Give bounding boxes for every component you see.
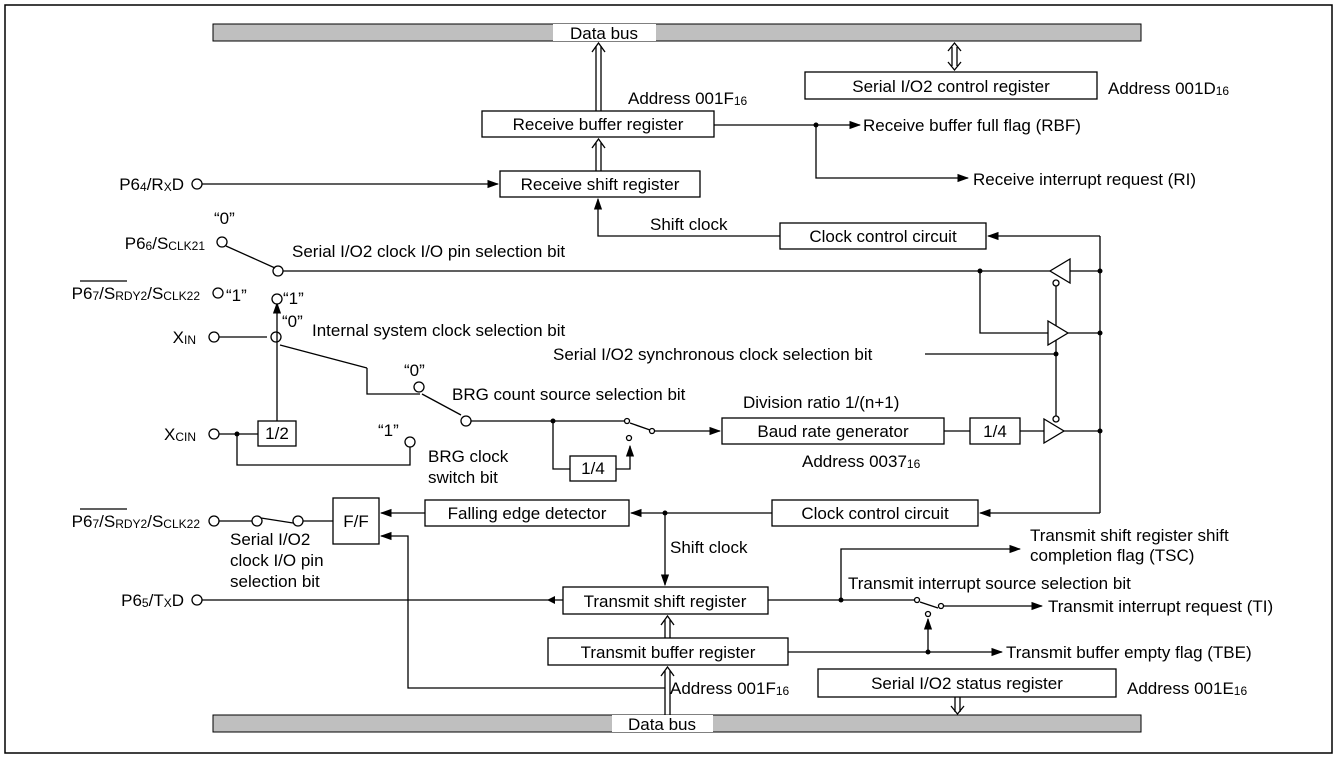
svg-text:F/F: F/F xyxy=(343,512,369,531)
svg-text:Falling edge detector: Falling edge detector xyxy=(448,504,607,523)
pin-sclk21-label: P66/SCLK21 xyxy=(125,234,206,253)
sclk-option-1: “1” xyxy=(226,286,247,305)
bottom-pin-sel-label-3: selection bit xyxy=(230,572,320,591)
brg-address: Address 003716 xyxy=(802,452,921,471)
pin-txd-label: P65/TXD xyxy=(121,591,184,610)
bottom-pin-sel-label-2: clock I/O pin xyxy=(230,551,324,570)
transmit-buffer-register: Transmit buffer register xyxy=(547,637,789,666)
pin-xcin-label: XCIN xyxy=(164,425,196,444)
pin-sclk22-top-label: P67/SRDY2/SCLK22 xyxy=(72,284,201,303)
ti-label: Transmit interrupt request (TI) xyxy=(1048,597,1273,616)
receive-buffer-address: Address 001F16 xyxy=(628,89,748,108)
brg-quarter-divider: 1/4 xyxy=(569,455,617,482)
ri-label: Receive interrupt request (RI) xyxy=(973,170,1196,189)
svg-text:Receive buffer register: Receive buffer register xyxy=(513,115,684,134)
clock-control-circuit-bottom: Clock control circuit xyxy=(771,499,979,527)
xin-option-0: “0” xyxy=(282,312,303,331)
falling-edge-detector: Falling edge detector xyxy=(424,499,630,527)
svg-text:1/2: 1/2 xyxy=(265,424,289,443)
sync-clock-sel-label: Serial I/O2 synchronous clock selection … xyxy=(553,345,873,364)
transmit-buffer-address: Address 001F16 xyxy=(670,679,790,698)
transmit-clock-path xyxy=(208,508,772,689)
pin-xin-label: XIN xyxy=(173,328,196,347)
sclk-option-0: “0” xyxy=(214,209,235,228)
pin-rxd-label: P64/RXD xyxy=(119,175,184,194)
control-register-address: Address 001D16 xyxy=(1108,79,1229,98)
tbe-label: Transmit buffer empty flag (TBE) xyxy=(1006,643,1252,662)
xcin-option-1: “1” xyxy=(283,289,304,308)
internal-clock-sel-label: Internal system clock selection bit xyxy=(312,321,565,340)
xin-switch xyxy=(208,331,970,470)
svg-text:Transmit buffer register: Transmit buffer register xyxy=(581,643,756,662)
tsc-label-2: completion flag (TSC) xyxy=(1030,546,1194,565)
clock-network xyxy=(925,231,1103,518)
ti-source-sel-label: Transmit interrupt source selection bit xyxy=(848,574,1131,593)
svg-text:Clock control circuit: Clock control circuit xyxy=(809,227,957,246)
output-quarter-divider: 1/4 xyxy=(969,417,1021,445)
brg-clock-switch-label-1: BRG clock xyxy=(428,447,509,466)
pin-sclk22-bottom-label: P67/SRDY2/SCLK22 xyxy=(72,512,201,531)
brg-clock-option-1: “1” xyxy=(378,421,399,440)
svg-text:Clock control circuit: Clock control circuit xyxy=(801,504,949,523)
shift-clock-bottom-label: Shift clock xyxy=(670,538,748,557)
clock-control-circuit-top: Clock control circuit xyxy=(779,222,987,250)
svg-text:Transmit shift register: Transmit shift register xyxy=(584,592,747,611)
brg-source-sel-label: BRG count source selection bit xyxy=(452,385,686,404)
shift-clock-top-line xyxy=(593,197,780,237)
sclk-switch xyxy=(212,236,980,299)
shift-clock-top-label: Shift clock xyxy=(650,215,728,234)
txd-pin xyxy=(191,594,203,606)
data-bus-bottom-label: Data bus xyxy=(628,715,696,734)
brg-clock-switch-label-2: switch bit xyxy=(428,468,498,487)
svg-text:Receive shift register: Receive shift register xyxy=(521,175,680,194)
flip-flop: F/F xyxy=(332,497,380,545)
transmit-flag-lines xyxy=(768,544,1044,657)
receive-buffer-register: Receive buffer register xyxy=(481,110,715,138)
xcin-path xyxy=(208,293,416,466)
brg-option-0: “0” xyxy=(404,361,425,380)
svg-text:Serial I/O2 status register: Serial I/O2 status register xyxy=(871,674,1063,693)
tsc-label-1: Transmit shift register shift xyxy=(1030,526,1229,545)
sio2-control-register: Serial I/O2 control register xyxy=(804,71,1098,100)
data-bus-top-label: Data bus xyxy=(570,24,638,43)
receive-shift-register: Receive shift register xyxy=(499,170,701,198)
svg-text:1/4: 1/4 xyxy=(581,459,605,478)
rxd-pin xyxy=(191,178,203,190)
svg-text:1/4: 1/4 xyxy=(983,422,1007,441)
rbf-ri-lines xyxy=(714,120,970,183)
sio2-status-register: Serial I/O2 status register xyxy=(817,668,1117,698)
svg-text:Baud rate generator: Baud rate generator xyxy=(757,422,909,441)
baud-rate-generator: Baud rate generator xyxy=(721,417,945,445)
data-bus-bottom: Data bus xyxy=(212,714,1142,734)
svg-text:Serial I/O2 control register: Serial I/O2 control register xyxy=(852,77,1050,96)
bottom-pin-sel-label-1: Serial I/O2 xyxy=(230,530,310,549)
clock-pin-sel-label: Serial I/O2 clock I/O pin selection bit xyxy=(292,242,565,261)
rbf-label: Receive buffer full flag (RBF) xyxy=(863,116,1081,135)
division-ratio-label: Division ratio 1/(n+1) xyxy=(743,393,899,412)
bus-connections xyxy=(591,41,965,716)
figure-frame xyxy=(4,4,1333,754)
half-divider: 1/2 xyxy=(257,420,297,447)
status-register-address: Address 001E16 xyxy=(1127,679,1247,698)
transmit-shift-register: Transmit shift register xyxy=(562,586,769,615)
data-bus-top: Data bus xyxy=(212,23,1142,43)
